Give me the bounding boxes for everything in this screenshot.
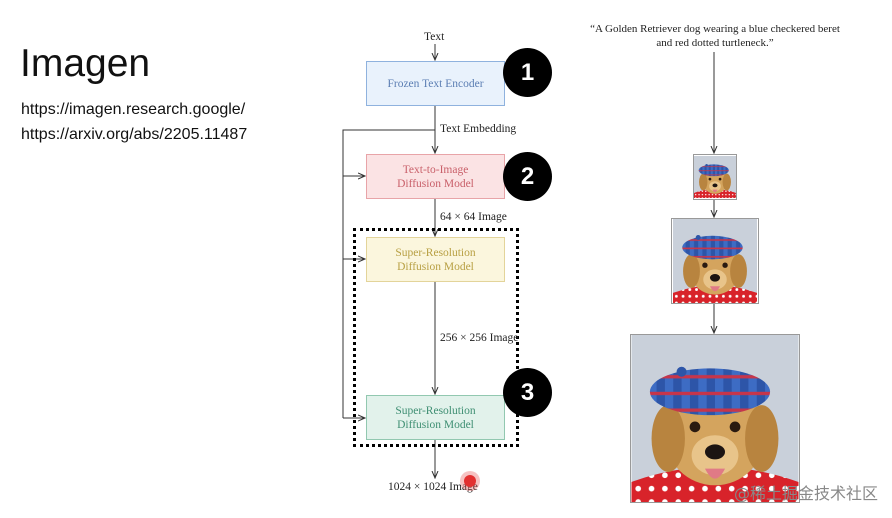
step-badge-2: 2 [503, 152, 552, 201]
super-resolution-box-1: Super-Resolution Diffusion Model [366, 237, 505, 282]
image-256-label: 256 × 256 Image [440, 332, 519, 344]
embedding-bypass-line [342, 129, 435, 418]
cursor-highlight [464, 475, 476, 487]
input-text-label: Text [424, 31, 445, 43]
sr1-label-line1: Super-Resolution [395, 246, 476, 259]
t2i-label-line1: Text-to-Image [402, 163, 469, 176]
watermark: @稀土掘金技术社区 [733, 484, 878, 503]
project-link[interactable]: https://imagen.research.google/ [21, 101, 246, 118]
dog-image-1024 [630, 334, 800, 503]
t2i-label-line2: Diffusion Model [397, 177, 474, 190]
encoder-label: Frozen Text Encoder [387, 77, 484, 90]
example-prompt: “A Golden Retriever dog wearing a blue c… [590, 23, 840, 49]
image-64-label: 64 × 64 Image [440, 211, 507, 223]
text-to-image-box: Text-to-Image Diffusion Model [366, 154, 505, 199]
sr1-label-line2: Diffusion Model [397, 260, 474, 273]
paper-link[interactable]: https://arxiv.org/abs/2205.11487 [21, 126, 248, 143]
dog-image-256 [671, 218, 759, 304]
sr2-label-line2: Diffusion Model [397, 418, 474, 431]
frozen-text-encoder-box: Frozen Text Encoder [366, 61, 505, 106]
slide-title: Imagen [20, 42, 151, 85]
super-resolution-group-border [353, 228, 519, 447]
step-badge-1: 1 [503, 48, 552, 97]
super-resolution-box-2: Super-Resolution Diffusion Model [366, 395, 505, 440]
step-badge-3: 3 [503, 368, 552, 417]
text-embedding-label: Text Embedding [440, 123, 517, 135]
image-1024-label: 1024 × 1024 Image [388, 481, 478, 493]
dog-image-64 [693, 154, 737, 200]
sr2-label-line1: Super-Resolution [395, 404, 476, 417]
